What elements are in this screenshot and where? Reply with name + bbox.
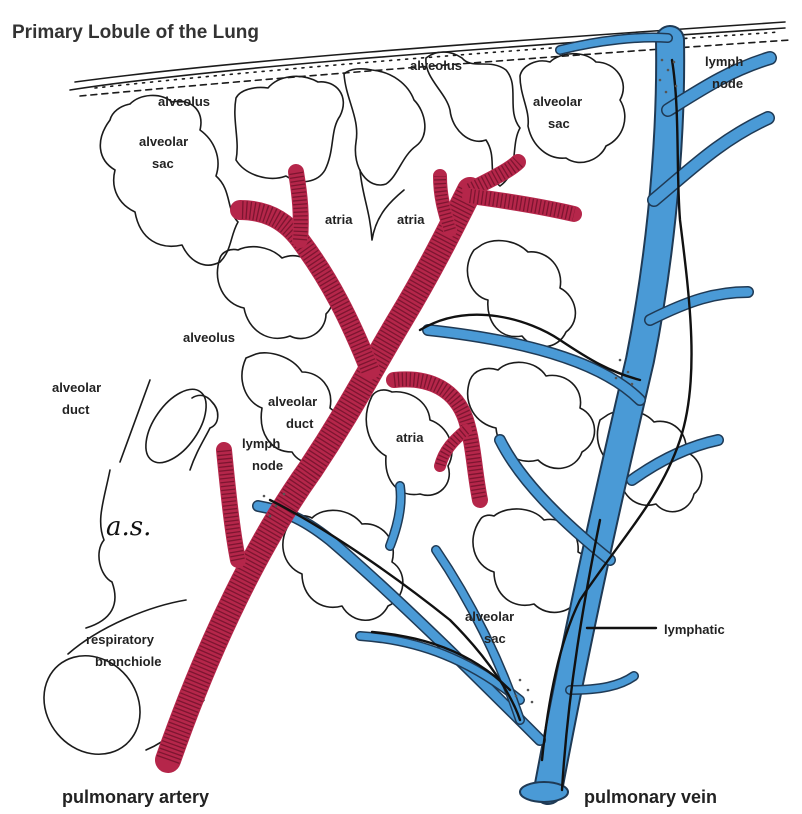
label-alveolar-duct-left: alveolar — [52, 380, 101, 395]
diagram-title: Primary Lobule of the Lung — [12, 22, 259, 43]
label-alveolar-sac-bottom: alveolar — [465, 609, 514, 624]
label-alveolar-sac-bottom-2: sac — [484, 631, 506, 646]
label-lymph-node-top-2: node — [712, 76, 743, 91]
caption-pulmonary-artery: pulmonary artery — [62, 787, 209, 807]
label-alveolus-top: alveolus — [410, 58, 462, 73]
label-alveolar-sac-left: alveolar — [139, 134, 188, 149]
label-respiratory-bronchiole: respiratory — [86, 632, 155, 647]
right-middle-alveoli — [467, 241, 575, 347]
label-as-mark: a.s. — [106, 512, 151, 542]
label-atria-2: atria — [397, 212, 425, 227]
alveolus-center-outline — [344, 69, 425, 185]
label-lymph-node-top: lymph — [705, 54, 743, 69]
atria-split-outline — [360, 170, 404, 240]
label-alveolus-mid: alveolus — [183, 330, 235, 345]
label-alveolar-duct-mid-2: duct — [286, 416, 314, 431]
label-atria-1: atria — [325, 212, 353, 227]
caption-pulmonary-vein: pulmonary vein — [584, 787, 717, 807]
label-alveolar-duct-mid: alveolar — [268, 394, 317, 409]
label-lymph-node-mid: lymph — [242, 436, 280, 451]
label-respiratory-bronchiole-2: bronchiole — [95, 654, 161, 669]
alveolar-duct-cylinder — [86, 379, 218, 628]
label-atria-3: atria — [396, 430, 424, 445]
label-alveolus-left: alveolus — [158, 94, 210, 109]
right-lower-alveoli — [468, 362, 595, 468]
label-lymphatic: lymphatic — [664, 622, 725, 637]
label-alveolar-sac-right: alveolar — [533, 94, 582, 109]
alveolus-top-outline — [235, 76, 343, 181]
label-alveolar-sac-right-2: sac — [548, 116, 570, 131]
label-alveolar-sac-left-2: sac — [152, 156, 174, 171]
vein-cut-end — [520, 782, 568, 802]
alveolar-sac-left-outline — [100, 95, 238, 265]
label-alveolar-duct-left-2: duct — [62, 402, 90, 417]
label-lymph-node-mid-2: node — [252, 458, 283, 473]
